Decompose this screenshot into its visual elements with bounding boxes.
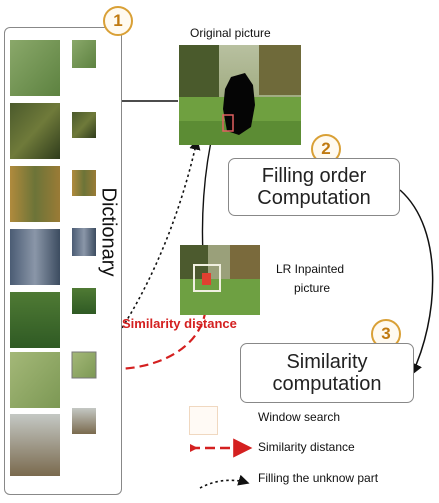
lr-label-2: picture xyxy=(294,281,330,295)
patch-pair-3 xyxy=(10,166,96,222)
patch-pair-4 xyxy=(10,228,96,285)
patch-pair-5 xyxy=(10,288,96,348)
similarity-text: Similarity computation xyxy=(273,351,382,395)
original-picture-label: Original picture xyxy=(190,26,271,40)
legend-filling-label: Filling the unknow part xyxy=(258,471,378,485)
filling-line1: Filling order xyxy=(262,165,366,187)
similarity-distance-label: Similarity distance xyxy=(122,316,237,331)
legend-window-search-label: Window search xyxy=(258,410,340,424)
similarity-line1: Similarity xyxy=(286,351,367,373)
lr-label-1: LR Inpainted xyxy=(276,262,344,276)
filling-order-box: Filling order Computation xyxy=(228,158,400,216)
patch-pair-2 xyxy=(10,103,96,159)
patch-pair-7 xyxy=(10,408,96,476)
filling-order-text: Filling order Computation xyxy=(257,165,370,209)
original-picture-image xyxy=(179,45,301,145)
dictionary-label: Dictionary xyxy=(97,188,120,277)
filling-line2: Computation xyxy=(257,187,370,209)
lr-inpainted-image xyxy=(180,245,260,315)
patch-pair-6 xyxy=(10,352,96,408)
patch-pair-1 xyxy=(10,40,96,96)
similarity-line2: computation xyxy=(273,373,382,395)
legend-window-search-swatch xyxy=(189,406,218,435)
legend-similarity-distance-label: Similarity distance xyxy=(258,440,355,454)
similarity-computation-box: Similarity computation xyxy=(240,343,414,403)
